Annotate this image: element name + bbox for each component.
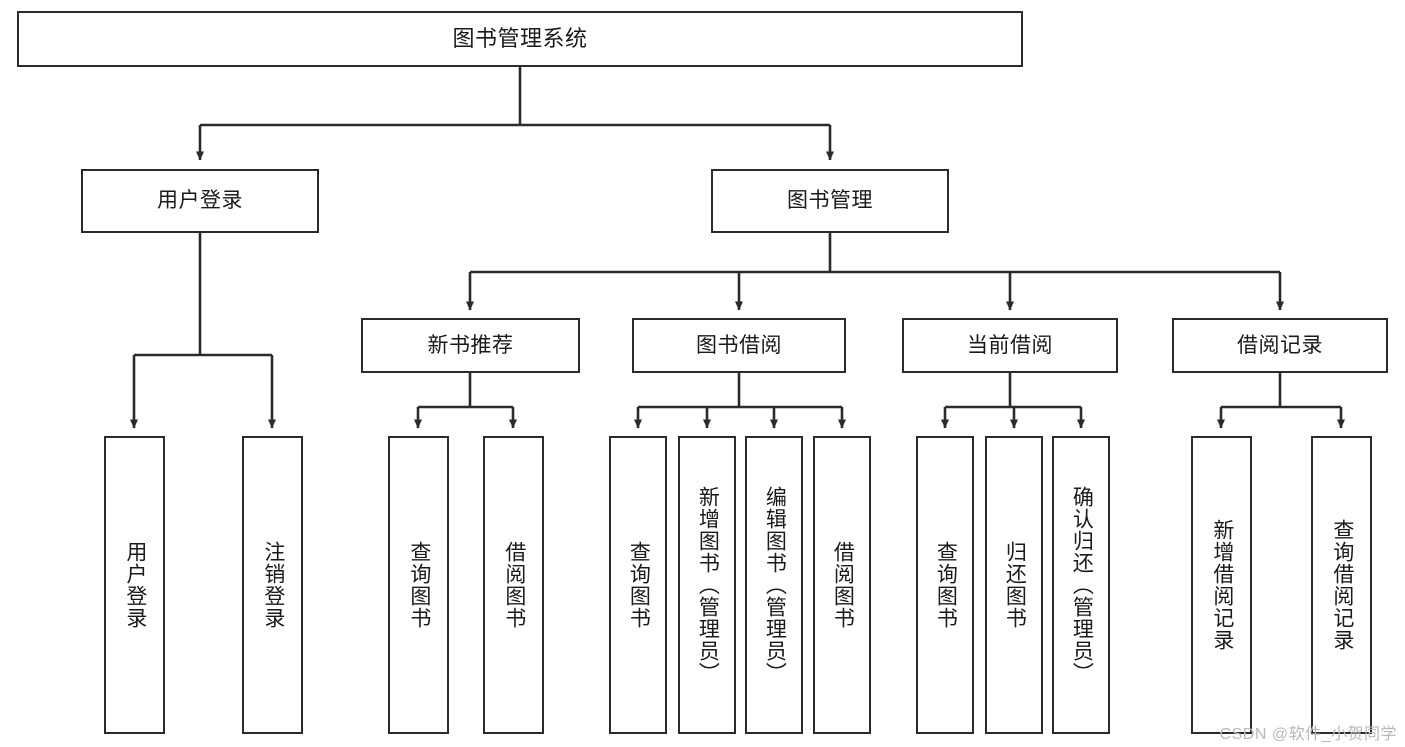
node-leaf-query-book-b-label: 查询图书 <box>627 541 651 629</box>
node-leaf-confirm-return-label: 确认归还（管理员） <box>1070 486 1094 684</box>
node-leaf-query-book-a[interactable]: 查询图书 <box>388 436 449 734</box>
node-leaf-borrow-book-a-label: 借阅图书 <box>502 541 526 629</box>
node-leaf-logout-login-label: 注销登录 <box>261 541 285 629</box>
node-book-manage[interactable]: 图书管理 <box>711 169 949 233</box>
node-leaf-borrow-book-b[interactable]: 借阅图书 <box>813 436 871 734</box>
node-leaf-add-book-label: 新增图书（管理员） <box>696 486 720 684</box>
node-leaf-edit-book-label: 编辑图书（管理员） <box>763 486 787 684</box>
node-leaf-add-record-label: 新增借阅记录 <box>1210 519 1234 651</box>
node-leaf-query-book-a-label: 查询图书 <box>407 541 431 629</box>
node-leaf-borrow-book-b-label: 借阅图书 <box>831 541 855 629</box>
node-leaf-user-login[interactable]: 用户登录 <box>104 436 165 734</box>
node-current-borrow-label: 当前借阅 <box>967 333 1053 357</box>
node-user-login[interactable]: 用户登录 <box>81 169 319 233</box>
node-leaf-logout-login[interactable]: 注销登录 <box>242 436 303 734</box>
node-book-manage-label: 图书管理 <box>787 189 873 213</box>
node-root[interactable]: 图书管理系统 <box>17 11 1023 67</box>
node-user-login-label: 用户登录 <box>157 189 243 213</box>
node-leaf-confirm-return[interactable]: 确认归还（管理员） <box>1052 436 1110 734</box>
node-leaf-return-book[interactable]: 归还图书 <box>985 436 1043 734</box>
node-leaf-add-record[interactable]: 新增借阅记录 <box>1191 436 1252 734</box>
node-leaf-query-book-c[interactable]: 查询图书 <box>916 436 974 734</box>
node-leaf-query-book-c-label: 查询图书 <box>934 541 958 629</box>
node-new-book-recommend[interactable]: 新书推荐 <box>361 318 580 373</box>
node-leaf-borrow-book-a[interactable]: 借阅图书 <box>483 436 544 734</box>
node-borrow-record-label: 借阅记录 <box>1237 333 1323 357</box>
node-leaf-query-record[interactable]: 查询借阅记录 <box>1311 436 1372 734</box>
node-root-label: 图书管理系统 <box>452 25 588 51</box>
node-leaf-edit-book[interactable]: 编辑图书（管理员） <box>745 436 803 734</box>
node-current-borrow[interactable]: 当前借阅 <box>902 318 1118 373</box>
node-leaf-add-book[interactable]: 新增图书（管理员） <box>678 436 736 734</box>
node-new-book-recommend-label: 新书推荐 <box>427 333 514 357</box>
node-leaf-query-record-label: 查询借阅记录 <box>1330 519 1354 651</box>
node-leaf-query-book-b[interactable]: 查询图书 <box>609 436 667 734</box>
node-book-borrow-label: 图书借阅 <box>696 333 782 357</box>
node-leaf-user-login-label: 用户登录 <box>123 541 147 629</box>
node-book-borrow[interactable]: 图书借阅 <box>632 318 846 373</box>
watermark: CSDN @软件_小贺同学 <box>1219 726 1397 743</box>
node-borrow-record[interactable]: 借阅记录 <box>1172 318 1388 373</box>
node-leaf-return-book-label: 归还图书 <box>1003 541 1027 629</box>
